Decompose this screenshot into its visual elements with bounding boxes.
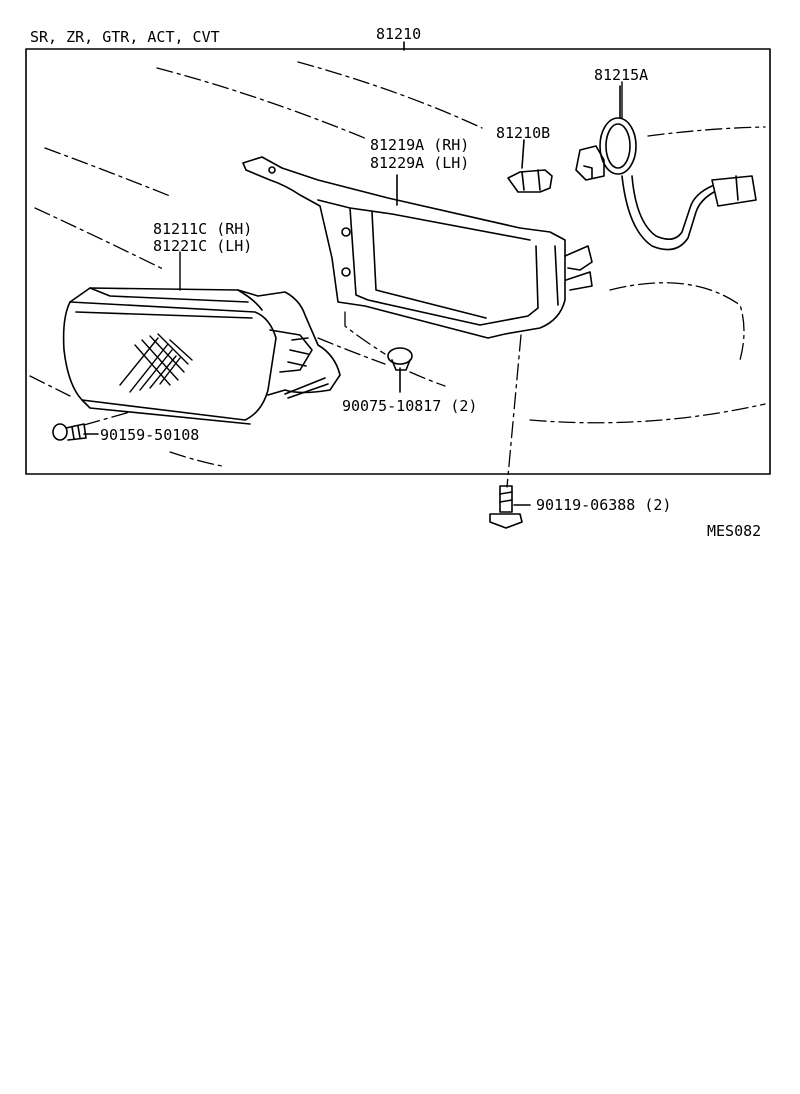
- bracket-bolt: [489, 485, 531, 529]
- body-contour-lines: [29, 61, 766, 488]
- fog-lamp-unit: [62, 287, 341, 425]
- bulb-part-label: 81210B: [496, 124, 551, 142]
- bracket-lh-part-label: 81229A (LH): [370, 154, 470, 172]
- bracket-rh-part-label: 81219A (RH): [370, 136, 470, 154]
- lamp-unit-rh-part-label: 81211C (RH): [153, 220, 253, 238]
- socket-part-label: 81215A: [594, 66, 649, 84]
- lamp-screw-part-label: 90159-50108: [100, 426, 200, 444]
- lamp-unit-lh-part-label: 81221C (LH): [153, 237, 253, 255]
- assembly-number-label: 81210: [376, 25, 422, 43]
- variant-label: SR, ZR, GTR, ACT, CVT: [30, 28, 220, 46]
- bulb: [507, 139, 553, 193]
- socket-harness: [575, 85, 757, 251]
- figure-code-label: MES082: [707, 522, 762, 540]
- leader-lines: [179, 81, 623, 291]
- bracket-bolt-part-label: 90119-06388 (2): [536, 496, 672, 514]
- lamp-screw: [52, 423, 99, 441]
- assembly-frame: [25, 41, 771, 475]
- clip-part-label: 90075-10817 (2): [342, 397, 478, 415]
- lamp-bracket: [242, 156, 593, 339]
- clip: [387, 347, 413, 393]
